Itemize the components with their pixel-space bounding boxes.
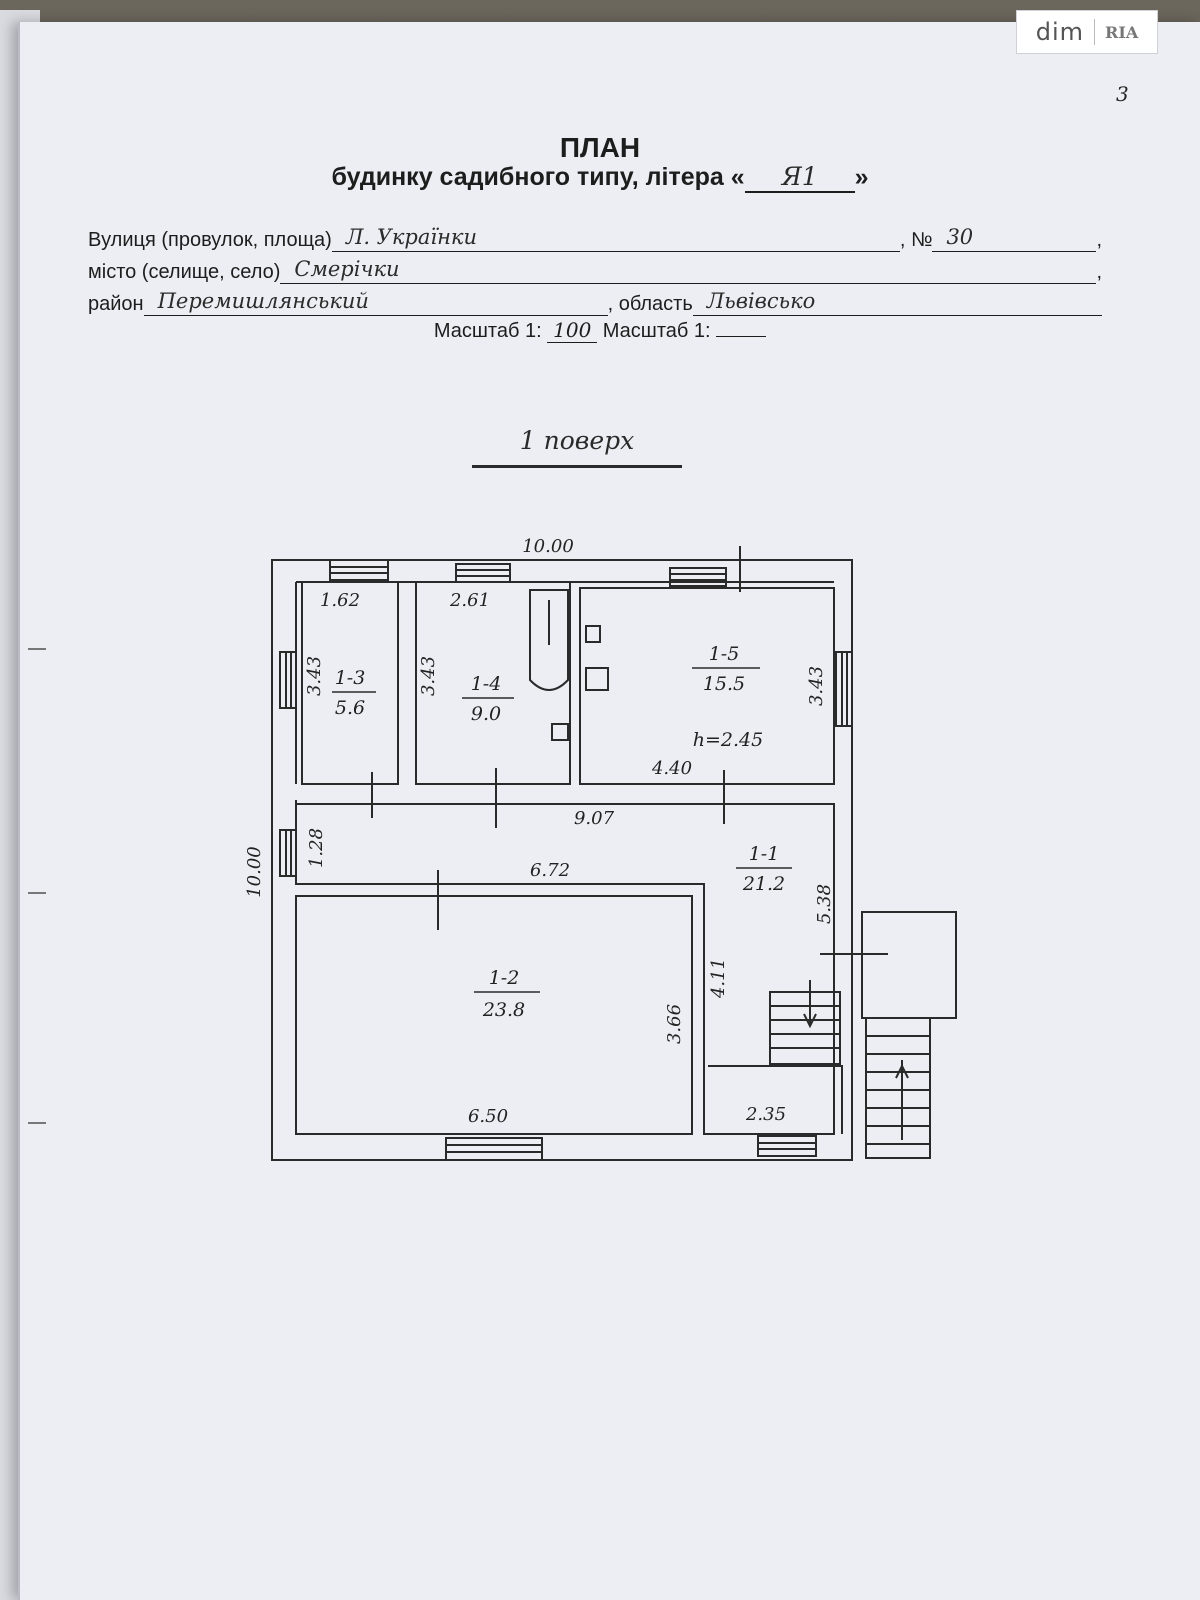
subtitle-suffix: » bbox=[854, 163, 869, 191]
entrance-stair-icon bbox=[865, 1017, 931, 1159]
room-id: 1-4 bbox=[471, 673, 502, 695]
district-row: район Перемишлянський , область Львівськ… bbox=[88, 286, 1102, 316]
room-height-dim: 3.43 bbox=[418, 656, 439, 696]
room-area: 21.2 bbox=[742, 873, 785, 895]
number-label: , № bbox=[899, 229, 933, 251]
floor-label: 1 поверх bbox=[519, 426, 635, 455]
street-label: Вулиця (провулок, площа) bbox=[88, 229, 332, 251]
window-icon bbox=[279, 651, 297, 709]
district-field: Перемишлянський bbox=[143, 289, 608, 316]
room-area: 9.0 bbox=[471, 703, 501, 725]
room-area: 23.8 bbox=[482, 999, 525, 1021]
binding-staple bbox=[28, 648, 46, 650]
window-icon bbox=[279, 829, 297, 877]
stair-icon bbox=[769, 980, 841, 1065]
room-width-dim: 2.35 bbox=[745, 1104, 786, 1125]
scale-value-2 bbox=[716, 336, 767, 337]
scale-label-1: Масштаб 1: bbox=[433, 320, 542, 342]
document-subtitle: будинку садибного типу, літера «Я1» bbox=[0, 162, 1200, 193]
room-id: 1-1 bbox=[749, 843, 780, 865]
city-field: Смерічки bbox=[280, 257, 1097, 284]
room-height-dim: 4.11 bbox=[708, 958, 729, 999]
room-1-5-outline bbox=[579, 587, 835, 785]
scale-label-2: Масштаб 1: bbox=[602, 320, 711, 342]
city-row: місто (селище, село) Смерічки , bbox=[88, 257, 1102, 284]
page-number: 3 bbox=[1116, 82, 1129, 106]
room-height-dim: 1.28 bbox=[306, 828, 327, 868]
window-icon bbox=[329, 559, 389, 581]
litera-value: Я1 bbox=[744, 162, 855, 193]
porch-outline bbox=[861, 911, 957, 1019]
binding-staple bbox=[28, 892, 46, 894]
overall-width-dim: 10.00 bbox=[522, 536, 574, 557]
room-width-dim: 4.40 bbox=[651, 758, 692, 779]
scale-value-1: 100 bbox=[547, 318, 598, 343]
room-1-3-outline bbox=[301, 581, 399, 785]
room-area: 15.5 bbox=[703, 673, 745, 695]
overall-height-dim: 10.00 bbox=[244, 846, 265, 898]
fixture-icon bbox=[551, 723, 569, 741]
room-height-dim: 3.66 bbox=[664, 1004, 685, 1044]
room-id: 1-2 bbox=[489, 967, 520, 989]
room-id: 1-3 bbox=[335, 667, 366, 689]
district-label: район bbox=[88, 293, 144, 315]
window-icon bbox=[669, 567, 727, 587]
room-width-dim: 9.07 bbox=[574, 808, 615, 829]
sink-icon bbox=[585, 625, 601, 643]
window-icon bbox=[455, 563, 511, 583]
stove-icon bbox=[585, 667, 609, 691]
floor-underline bbox=[472, 465, 682, 468]
outer-wall bbox=[271, 559, 853, 1161]
room-height-note: h=2.45 bbox=[693, 729, 763, 751]
window-icon bbox=[835, 651, 853, 727]
region-label: , область bbox=[607, 293, 693, 315]
city-label: місто (селище, село) bbox=[88, 261, 281, 283]
room-width-dim: 6.50 bbox=[468, 1106, 508, 1127]
document-sheet bbox=[18, 22, 1200, 1600]
room-height-dim: 3.43 bbox=[806, 666, 827, 706]
room-id: 1-5 bbox=[709, 643, 740, 665]
window-icon bbox=[445, 1137, 543, 1161]
room-height-dim: 5.38 bbox=[814, 884, 835, 924]
room-width-dim: 2.61 bbox=[449, 590, 490, 611]
room-1-2-outline bbox=[295, 895, 693, 1135]
room-area: 5.6 bbox=[335, 697, 365, 719]
window-icon bbox=[757, 1135, 817, 1157]
watermark-divider bbox=[1094, 19, 1096, 45]
room-labels: 1-3 5.6 1-4 9.0 1-5 15.5 h=2.45 1-1 21.2… bbox=[332, 643, 792, 1021]
room-1-1-outline bbox=[295, 803, 835, 1135]
room-width-dim: 1.62 bbox=[320, 590, 360, 611]
dimension-labels: 10.00 10.00 1.62 3.43 2.61 3.43 4.40 3.4… bbox=[244, 536, 835, 1127]
number-field: 30 bbox=[932, 225, 1097, 252]
scale-row: Масштаб 1: 100 Масштаб 1: bbox=[0, 318, 1200, 343]
street-field: Л. Українки bbox=[331, 225, 900, 252]
room-width-dim: 6.72 bbox=[530, 860, 570, 881]
document-title: ПЛАН bbox=[559, 132, 641, 163]
room-height-dim: 3.43 bbox=[304, 656, 325, 696]
watermark-sub: RIA bbox=[1105, 22, 1139, 42]
region-field: Львівсько bbox=[692, 289, 1102, 316]
binding-staple bbox=[28, 1122, 46, 1124]
dim-ria-watermark[interactable]: dim RIA bbox=[1016, 10, 1158, 54]
street-row: Вулиця (провулок, площа) Л. Українки , №… bbox=[88, 225, 1102, 252]
watermark-brand: dim bbox=[1035, 18, 1085, 46]
bathtub-icon bbox=[529, 589, 569, 691]
subtitle-prefix: будинку садибного типу, літера « bbox=[331, 163, 745, 191]
